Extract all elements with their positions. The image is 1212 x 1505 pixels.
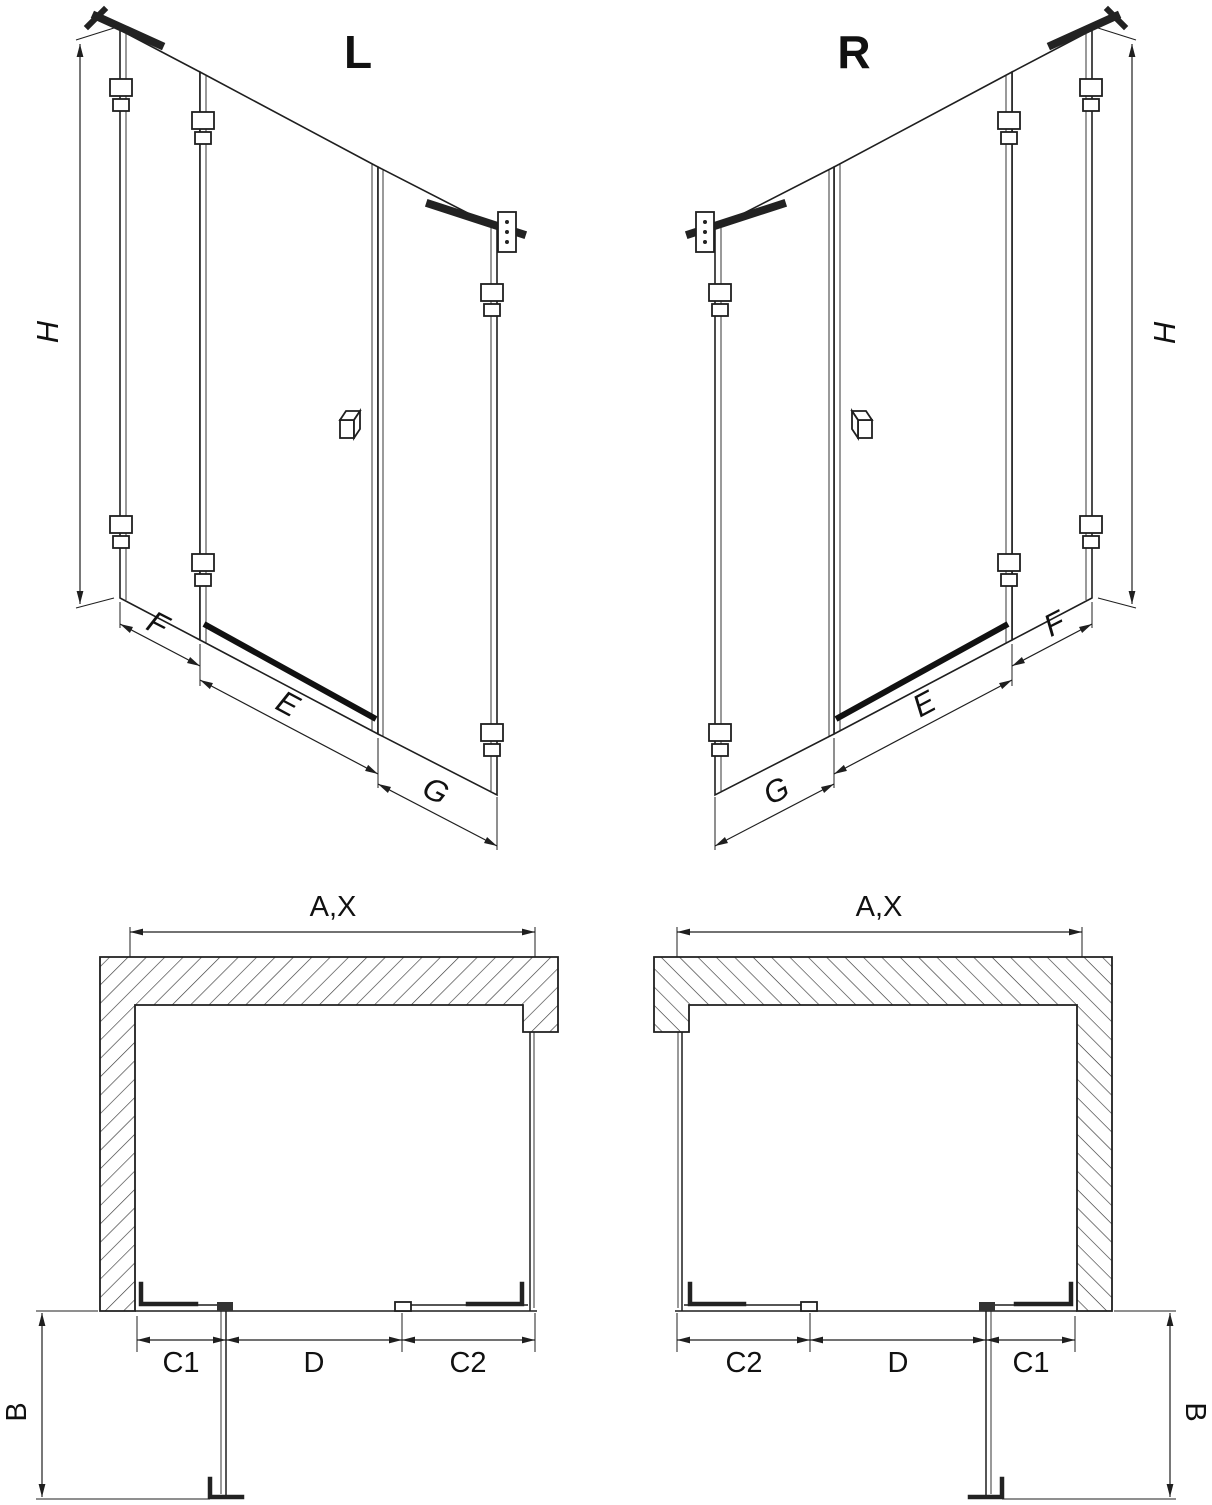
left-plan-view: A,X C1 D C2 B xyxy=(1,891,558,1499)
dim-label-e-right: E xyxy=(907,683,942,724)
dim-label-b-left: B xyxy=(1,1402,33,1421)
dim-label-c1-right: C1 xyxy=(1012,1347,1049,1379)
dim-label-ax-right: A,X xyxy=(856,891,903,923)
dim-label-c2-left: C2 xyxy=(449,1347,486,1379)
view-label-left: L xyxy=(344,26,372,78)
dim-label-g-right: G xyxy=(758,770,795,812)
dim-label-d-right: D xyxy=(888,1347,909,1379)
right-plan-view: A,X C2 D C1 B xyxy=(654,891,1211,1499)
dim-label-d-left: D xyxy=(304,1347,325,1379)
view-label-right: R xyxy=(837,26,870,78)
dim-label-e-left: E xyxy=(271,683,306,724)
dim-label-h-left: H xyxy=(30,320,65,343)
dim-label-b-right: B xyxy=(1179,1402,1211,1421)
left-iso-view: L H F E G xyxy=(30,10,522,850)
dim-label-g-left: G xyxy=(417,770,454,812)
dim-label-c2-right: C2 xyxy=(725,1347,762,1379)
dim-label-ax-left: A,X xyxy=(310,891,357,923)
dim-label-c1-left: C1 xyxy=(162,1347,199,1379)
dim-label-h-right: H xyxy=(1147,321,1182,344)
right-iso-view: R H F E G xyxy=(690,10,1182,850)
